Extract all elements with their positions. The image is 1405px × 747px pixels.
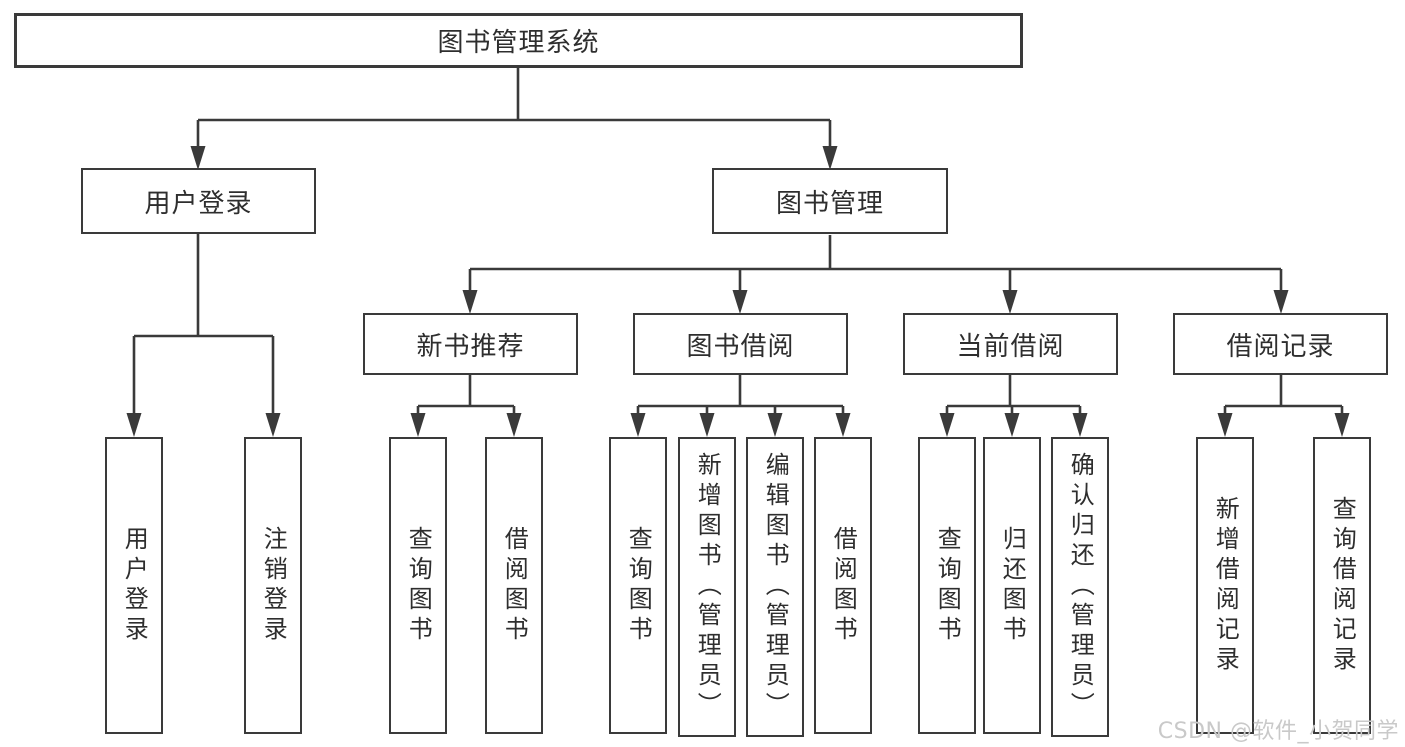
- leaf-return-book: 归还图书: [983, 437, 1041, 734]
- node-book-management-label: 图书管理: [775, 188, 884, 219]
- node-user-login: 用户登录: [81, 168, 316, 234]
- leaf-edit-book-admin: 编辑图书（管理员）: [746, 437, 804, 737]
- node-book-borrow-label: 图书借阅: [686, 331, 795, 362]
- node-borrow-records: 借阅记录: [1173, 313, 1388, 375]
- leaf-confirm-return-admin: 确认归还（管理员）: [1051, 437, 1109, 737]
- leaf-user-login: 用户登录: [105, 437, 163, 734]
- connector-book-borrow-to-leaves: [630, 375, 851, 437]
- node-borrow-records-label: 借阅记录: [1226, 331, 1335, 362]
- leaf-add-borrow-record: 新增借阅记录: [1196, 437, 1254, 734]
- leaf-logout: 注销登录: [244, 437, 302, 734]
- leaf-query-books-current-label: 查询图书: [933, 525, 962, 646]
- node-new-book-recommend-label: 新书推荐: [416, 331, 525, 362]
- leaf-query-borrow-record-label: 查询借阅记录: [1328, 495, 1357, 676]
- leaf-return-book-label: 归还图书: [998, 525, 1027, 646]
- leaf-add-borrow-record-label: 新增借阅记录: [1211, 495, 1240, 676]
- node-user-login-label: 用户登录: [144, 188, 253, 219]
- leaf-borrow-books-label: 借阅图书: [829, 525, 858, 646]
- connector-user-login-to-leaves: [126, 234, 281, 437]
- leaf-logout-label: 注销登录: [259, 525, 288, 646]
- node-current-borrow-label: 当前借阅: [956, 331, 1065, 362]
- node-book-management: 图书管理: [712, 168, 948, 234]
- node-system-root: 图书管理系统: [14, 13, 1023, 68]
- connector-root-to-level2: [190, 68, 838, 170]
- leaf-query-books-borrow-label: 查询图书: [624, 525, 653, 646]
- leaf-add-book-admin-label: 新增图书（管理员）: [693, 452, 722, 722]
- connector-book-management-to-level3: [462, 235, 1289, 314]
- leaf-query-borrow-record: 查询借阅记录: [1313, 437, 1371, 734]
- leaf-borrow-books: 借阅图书: [814, 437, 872, 734]
- leaf-confirm-return-admin-label: 确认归还（管理员）: [1066, 452, 1095, 722]
- leaf-user-login-label: 用户登录: [120, 525, 149, 646]
- leaf-borrow-books-recommend: 借阅图书: [485, 437, 543, 734]
- connector-new-books-to-leaves: [410, 375, 522, 437]
- csdn-watermark: CSDN @软件_小贺同学: [1157, 719, 1399, 744]
- leaf-query-books-recommend: 查询图书: [389, 437, 447, 734]
- node-new-book-recommend: 新书推荐: [363, 313, 578, 375]
- leaf-query-books-borrow: 查询图书: [609, 437, 667, 734]
- leaf-query-books-recommend-label: 查询图书: [404, 525, 433, 646]
- connector-current-borrow-to-leaves: [939, 375, 1088, 437]
- connector-borrow-records-to-leaves: [1217, 375, 1350, 437]
- leaf-add-book-admin: 新增图书（管理员）: [678, 437, 736, 737]
- node-current-borrow: 当前借阅: [903, 313, 1118, 375]
- leaf-edit-book-admin-label: 编辑图书（管理员）: [761, 452, 790, 722]
- node-book-borrow: 图书借阅: [633, 313, 848, 375]
- node-system-root-label: 图书管理系统: [437, 28, 600, 58]
- leaf-query-books-current: 查询图书: [918, 437, 976, 734]
- leaf-borrow-books-recommend-label: 借阅图书: [500, 525, 529, 646]
